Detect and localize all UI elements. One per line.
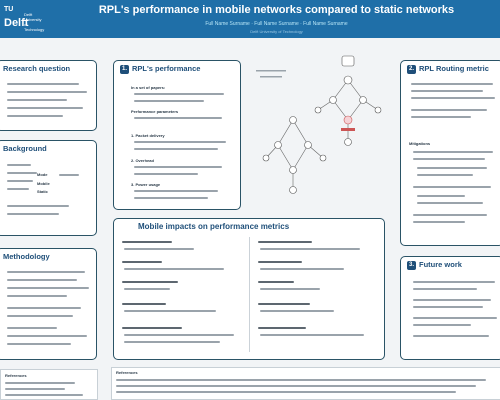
- background-label-mobile: Mobile: [37, 181, 50, 186]
- rpl-performance-box: 1.RPL's performance In a set of papers: …: [113, 60, 241, 210]
- references-heading: References: [5, 373, 27, 378]
- network-diagram: [248, 50, 398, 210]
- references-box: References: [0, 369, 98, 400]
- future-work-box: 3.Future work: [400, 256, 500, 360]
- future-work-heading: 3.Future work: [407, 260, 462, 270]
- logo-top-text: TU: [4, 6, 14, 13]
- methodology-box: Methodology: [0, 248, 97, 360]
- poster-title: RPL's performance in mobile networks com…: [98, 4, 455, 16]
- research-question-heading: Research question: [3, 64, 71, 73]
- section-number-2: 2.: [407, 64, 416, 74]
- logo-sub-text: Delft University of Technology: [24, 12, 45, 32]
- mobile-impacts-box: Mobile impacts on performance metrics: [113, 218, 385, 360]
- background-label-mode: Mode: [37, 172, 48, 177]
- methodology-heading: Methodology: [3, 252, 50, 261]
- background-heading: Background: [3, 144, 47, 153]
- performance-item-5: 3. Power usage: [131, 182, 161, 187]
- rpl-performance-heading: 1.RPL's performance: [120, 64, 201, 74]
- rpl-mitigations-label: Mitigations: [409, 141, 431, 146]
- background-box: Background Mode Mobile Static: [0, 140, 97, 236]
- mobile-impacts-heading: Mobile impacts on performance metrics: [138, 222, 290, 231]
- tu-delft-logo: TU Delft Delft University of Technology: [2, 6, 46, 32]
- research-question-box: Research question: [0, 60, 97, 131]
- performance-item-1: In a set of papers:: [131, 85, 166, 90]
- footer-notes-heading: References: [116, 370, 138, 375]
- background-label-static: Static: [37, 189, 48, 194]
- section-number-3: 3.: [407, 260, 416, 270]
- rpl-routing-metric-heading: 2.RPL Routing metric: [407, 64, 489, 74]
- poster-header: TU Delft Delft University of Technology …: [0, 0, 500, 38]
- logo-main-text: Delft: [4, 17, 29, 29]
- performance-item-2: Performance parameters: [131, 109, 179, 114]
- performance-item-4: 2. Overhead: [131, 158, 154, 163]
- performance-item-3: 1. Packet delivery: [131, 133, 165, 138]
- poster-affiliation: Delft University of Technology: [250, 29, 303, 34]
- section-number-1: 1.: [120, 64, 129, 74]
- poster-authors: Full Name Surname · Full Name Surname · …: [205, 21, 348, 27]
- rpl-routing-metric-box: 2.RPL Routing metric Mitigations: [400, 60, 500, 246]
- footer-notes-box: References: [111, 367, 500, 400]
